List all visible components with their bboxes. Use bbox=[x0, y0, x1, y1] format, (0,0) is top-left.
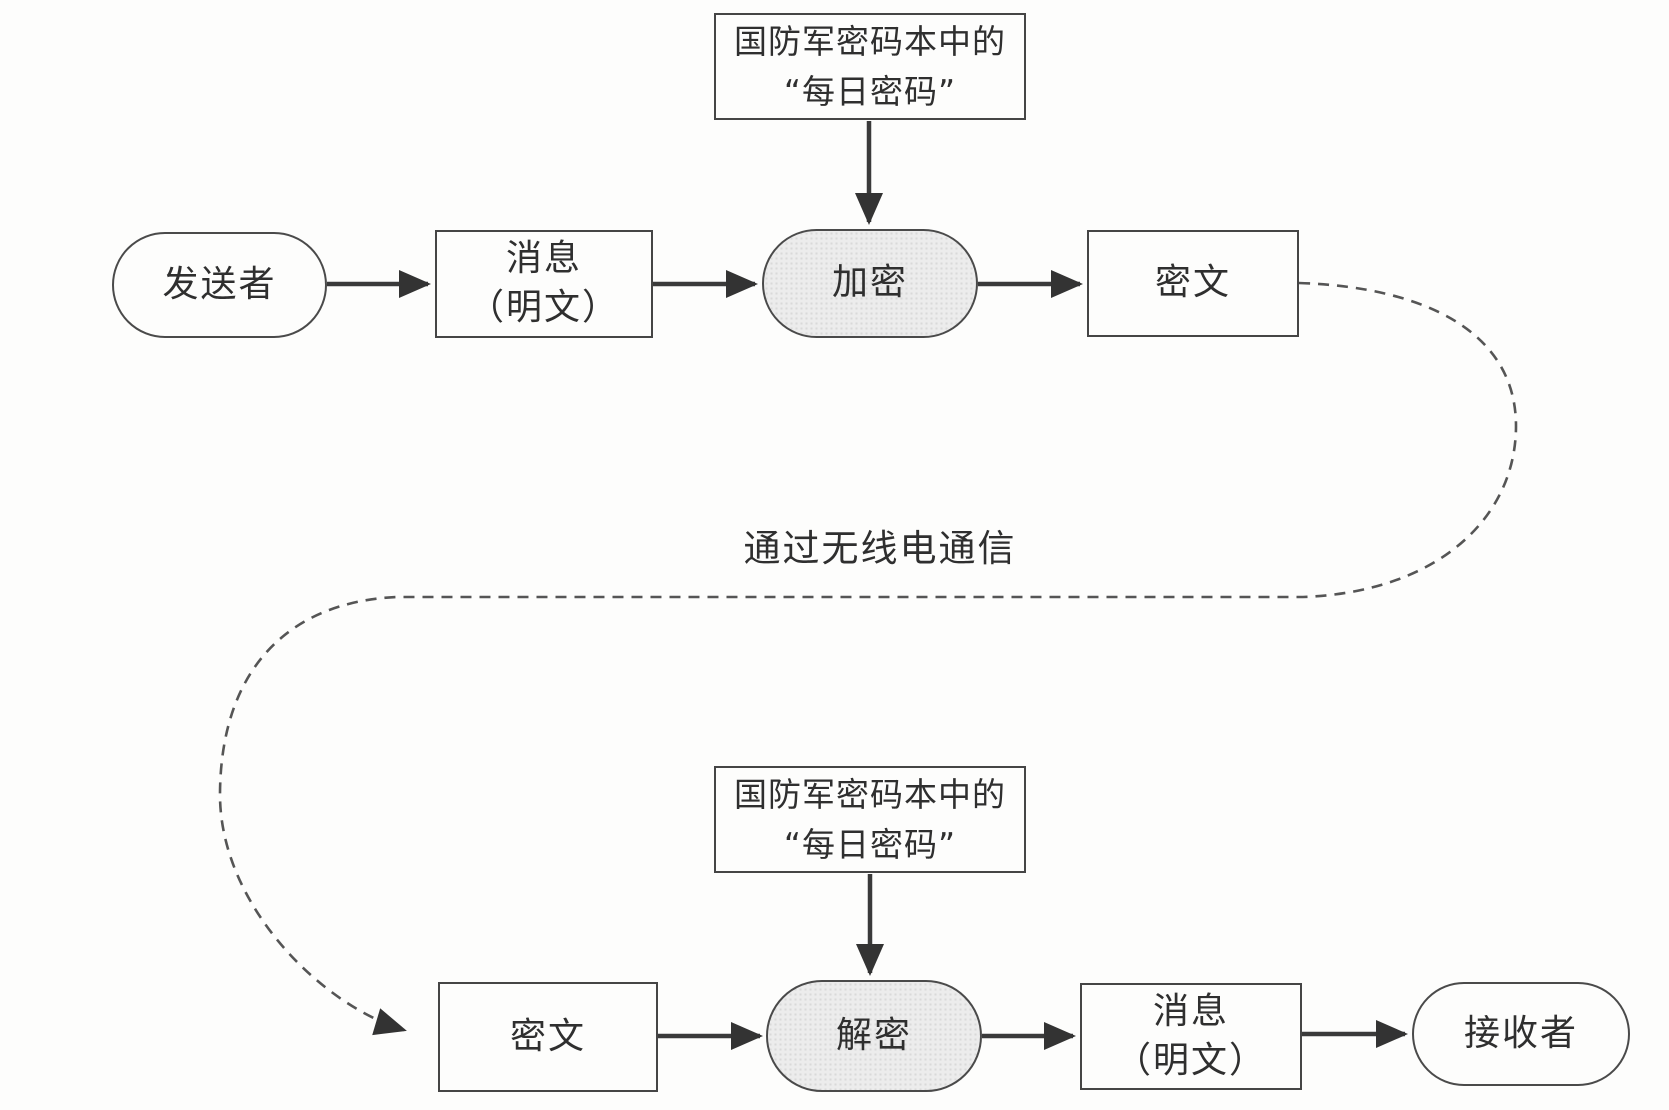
daily-key-top-line2: “每日密码” bbox=[783, 71, 957, 111]
message-top-line1: 消息 bbox=[505, 238, 582, 280]
plaintext-message-box-bottom: 消息 （明文） bbox=[1080, 983, 1302, 1090]
receiver-label: 接收者 bbox=[1463, 1012, 1578, 1054]
decrypt-label: 解密 bbox=[835, 1014, 912, 1056]
sender-label: 发送者 bbox=[162, 263, 277, 305]
encrypt-label: 加密 bbox=[831, 262, 908, 304]
receiver-node: 接收者 bbox=[1412, 982, 1630, 1086]
daily-key-bottom-line2: “每日密码” bbox=[783, 824, 957, 864]
encrypt-node: 加密 bbox=[762, 229, 978, 338]
radio-transmission-label: 通过无线电通信 bbox=[690, 526, 1070, 572]
decrypt-node: 解密 bbox=[766, 980, 982, 1092]
plaintext-message-box-top: 消息 （明文） bbox=[435, 230, 653, 338]
radio-transmission-text: 通过无线电通信 bbox=[743, 527, 1017, 571]
message-bottom-line1: 消息 bbox=[1152, 990, 1229, 1032]
ciphertext-box-top: 密文 bbox=[1087, 230, 1299, 337]
ciphertext-bottom-label: 密文 bbox=[509, 1015, 586, 1057]
ciphertext-box-bottom: 密文 bbox=[438, 982, 658, 1092]
daily-key-box-bottom: 国防军密码本中的 “每日密码” bbox=[714, 766, 1026, 873]
message-bottom-line2: （明文） bbox=[1114, 1039, 1267, 1081]
message-top-line2: （明文） bbox=[467, 287, 620, 328]
daily-key-bottom-line1: 国防军密码本中的 bbox=[734, 775, 1006, 814]
dashed-radio-transmission-path bbox=[218, 281, 1518, 1036]
daily-key-box-top: 国防军密码本中的 “每日密码” bbox=[714, 13, 1026, 120]
ciphertext-top-label: 密文 bbox=[1154, 262, 1231, 304]
sender-node: 发送者 bbox=[112, 232, 327, 338]
daily-key-top-line1: 国防军密码本中的 bbox=[734, 22, 1006, 61]
